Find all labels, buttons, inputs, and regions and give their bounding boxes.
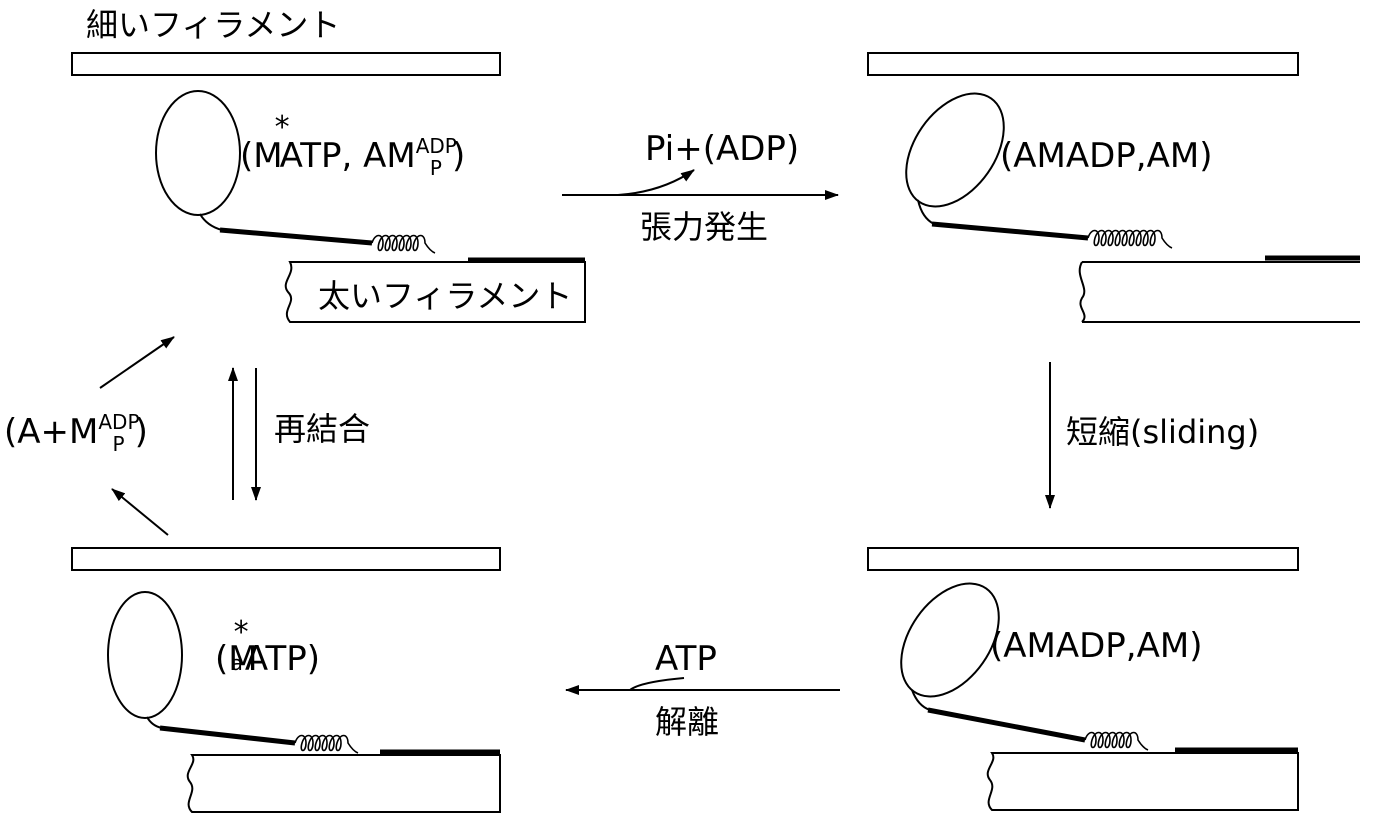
- thick-filament: [986, 752, 1299, 811]
- transition-rebind: 再結合: [228, 367, 370, 501]
- release-arrow: [111, 488, 169, 536]
- s2-spring: [1087, 229, 1173, 249]
- recombine-arrow: [99, 336, 175, 389]
- lever-arm: [931, 221, 1089, 241]
- s2-spring: [1084, 731, 1149, 751]
- atp-binding-arrow: [629, 677, 685, 691]
- thick-filament: [1078, 261, 1360, 323]
- thin-filament: [71, 547, 501, 571]
- sliding-label: 短縮(sliding): [1066, 413, 1259, 451]
- tension-label: 張力発生: [640, 208, 768, 246]
- panel-bottom-left: (M*aATP): [71, 547, 501, 813]
- myosin-neck: [911, 689, 931, 711]
- myosin-head: [155, 90, 241, 216]
- transition-sliding: 短縮(sliding): [1045, 362, 1259, 509]
- state-label-top-right: (AMADP,AM): [1000, 136, 1212, 176]
- rebind-label: 再結合: [274, 410, 370, 448]
- lever-arm: [927, 707, 1086, 743]
- myosin-neck: [917, 199, 935, 225]
- released-product-label: Pi+(ADP): [645, 129, 799, 169]
- state-label-bottom-left: (M*aATP): [215, 615, 320, 679]
- transition-detach: ATP 解離: [565, 639, 840, 741]
- s2-spring: [371, 234, 436, 254]
- pi-release-arrow: [617, 169, 695, 196]
- thin-filament: [71, 52, 501, 76]
- transition-tension: Pi+(ADP) 張力発生: [562, 129, 839, 246]
- panel-bottom-right: (AMADP,AM): [867, 547, 1299, 811]
- detach-label: 解離: [655, 703, 719, 741]
- myosin-neck: [199, 213, 223, 231]
- thin-filament: [867, 52, 1299, 76]
- myosin-head: [900, 582, 1000, 698]
- thick-filament: [284, 261, 586, 323]
- panel-top-right: (AMADP,AM): [867, 52, 1360, 323]
- thin-filament: [867, 547, 1299, 571]
- thick-filament: [186, 754, 501, 813]
- myosin-neck: [146, 716, 163, 729]
- myosin-head: [107, 591, 183, 719]
- s2-spring: [294, 734, 359, 754]
- lever-arm: [159, 725, 296, 746]
- thin-filament-label: 細いフィラメント: [86, 6, 340, 44]
- atp-label: ATP: [655, 639, 717, 679]
- state-label-bottom-right: (AMADP,AM): [990, 626, 1202, 666]
- lever-arm: [219, 227, 373, 246]
- thick-filament-label: 太いフィラメント: [318, 277, 572, 315]
